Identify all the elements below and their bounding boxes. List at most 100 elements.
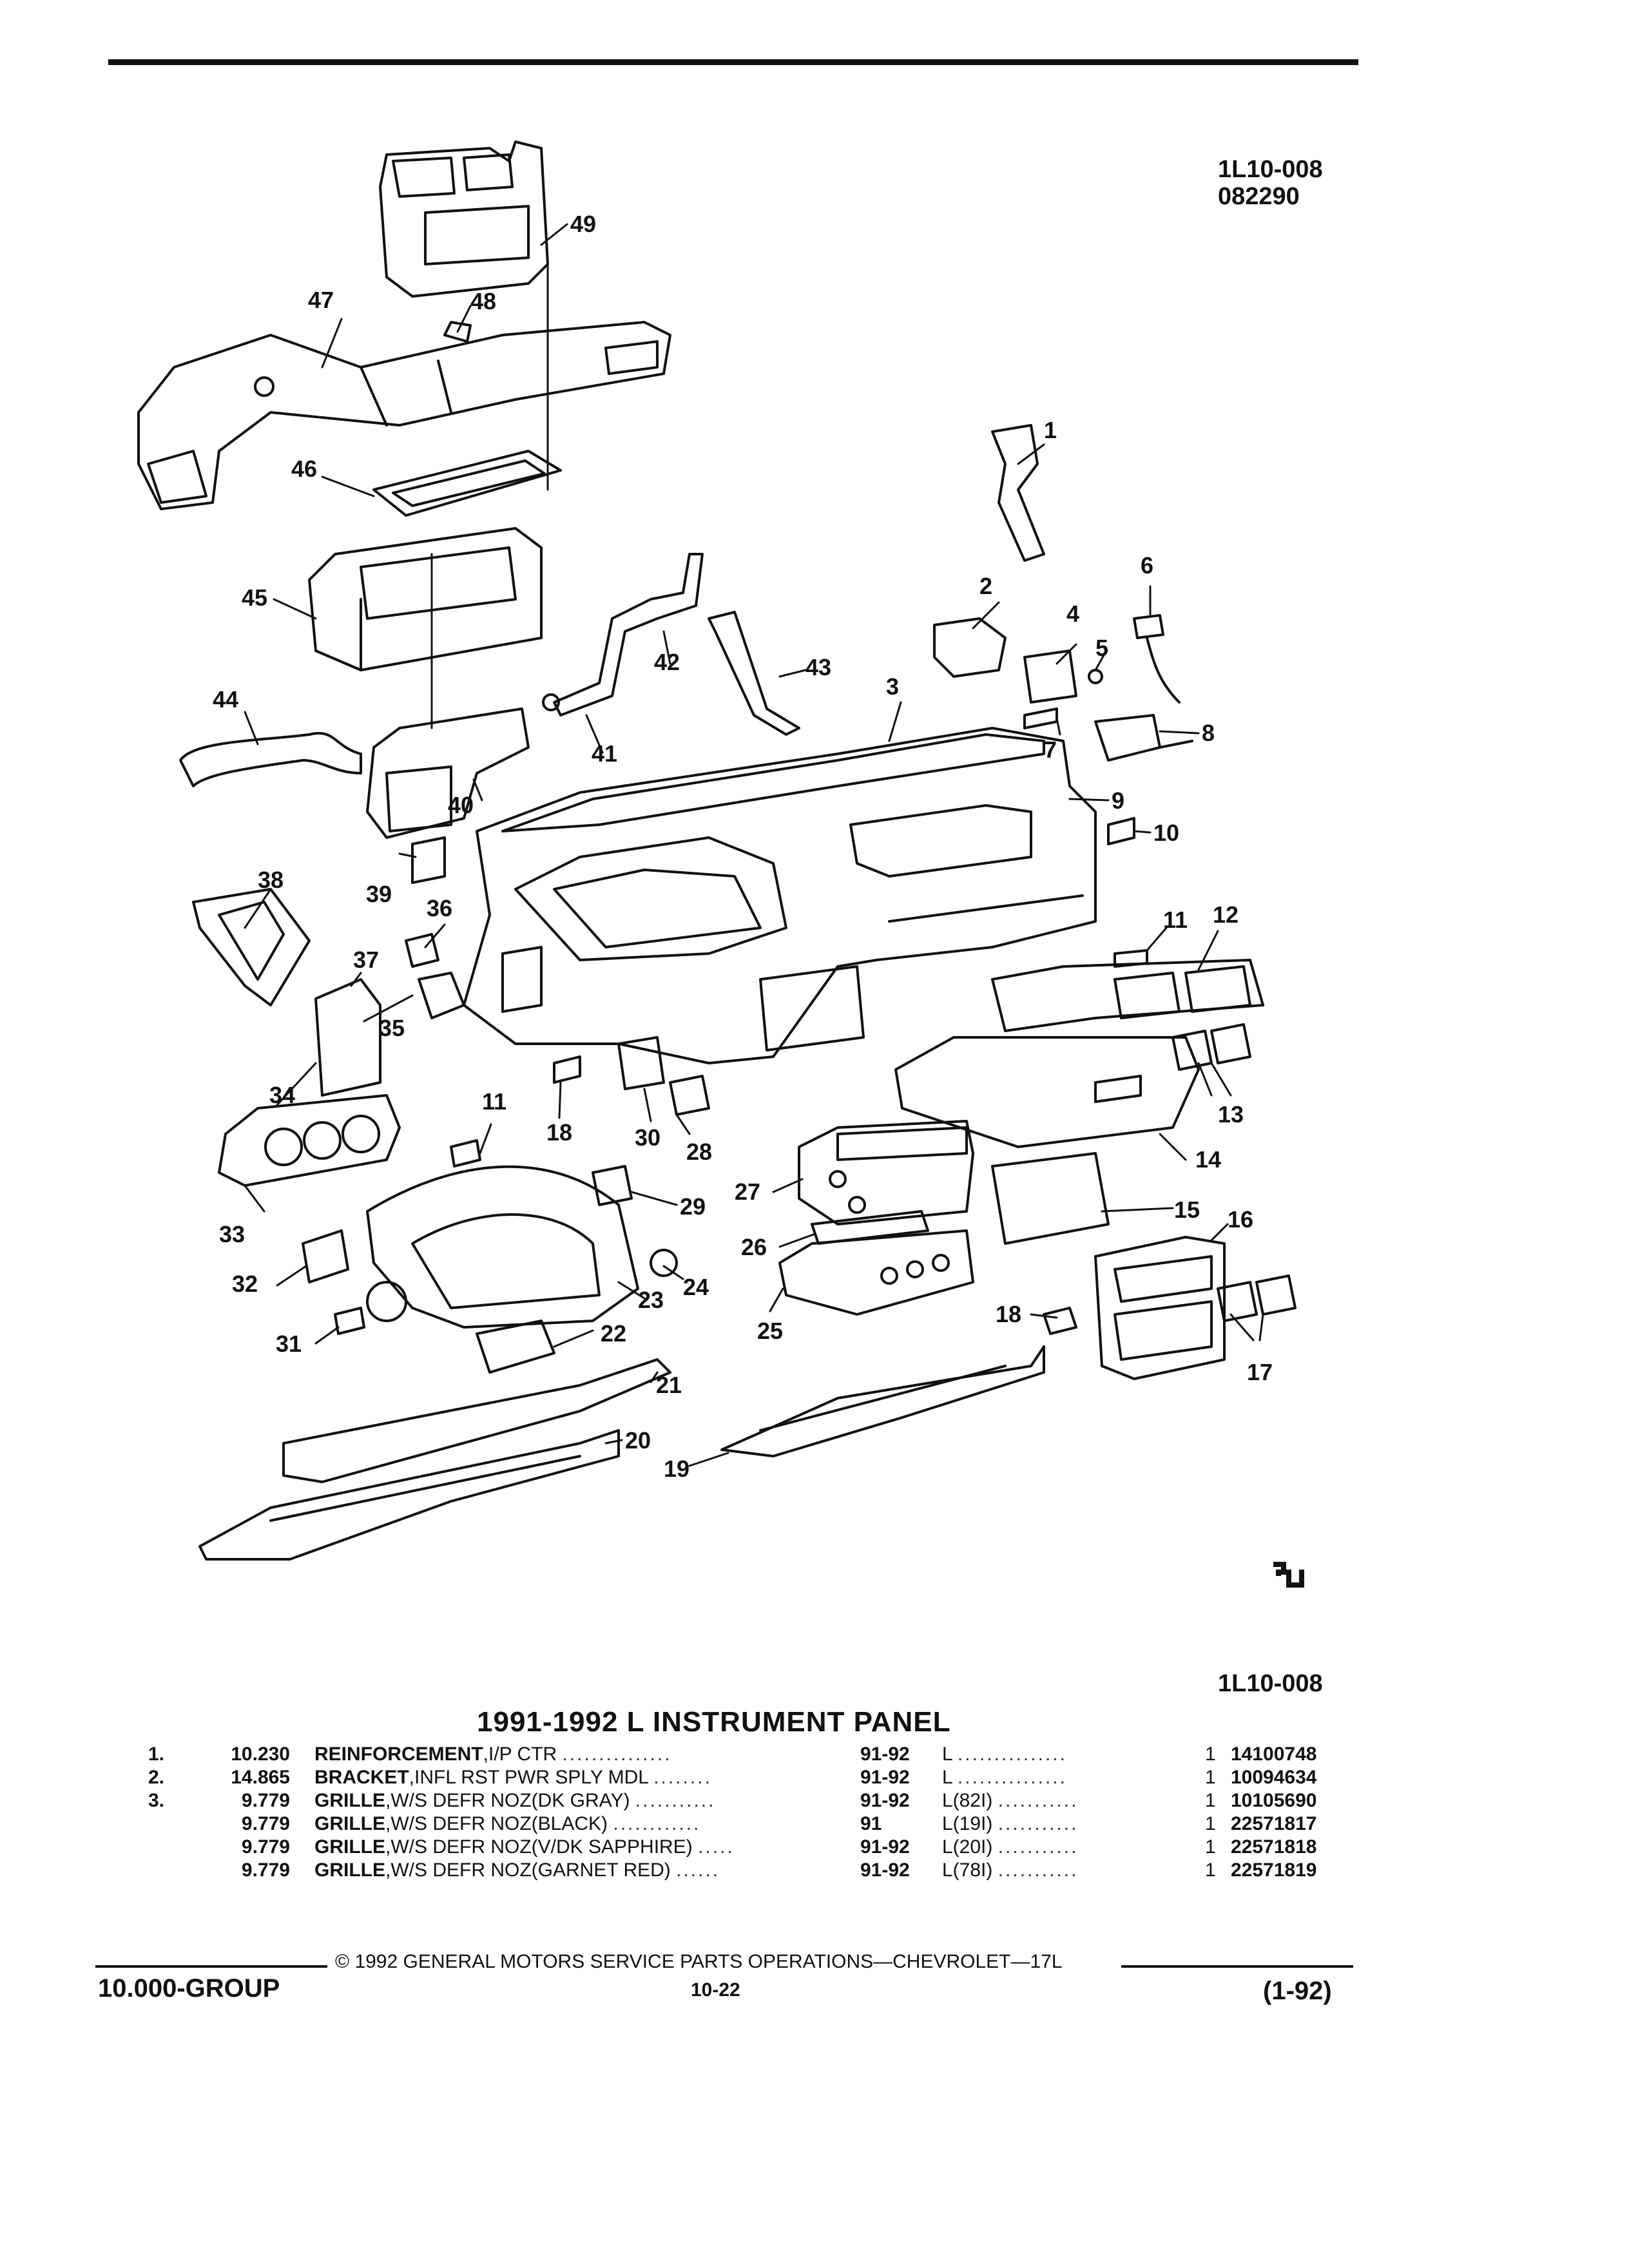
part-number: 14100748 — [1231, 1744, 1317, 1765]
part-description: GRILLE,W/S DEFR NOZ(V/DK SAPPHIRE) ..... — [314, 1836, 735, 1858]
part-9-instrument-panel — [463, 727, 1097, 1064]
callout-44: 44 — [213, 686, 238, 713]
callout-6: 6 — [1141, 552, 1153, 579]
callout-39: 39 — [366, 881, 392, 907]
parts-list: 1. 10.230 REINFORCEMENT,I/P CTR ........… — [148, 1744, 1366, 1883]
group-number: 9.779 — [241, 1836, 290, 1858]
callout-26: 26 — [741, 1234, 767, 1260]
model: L(20I) ........... — [942, 1836, 1079, 1858]
callout-23: 23 — [638, 1287, 664, 1313]
part-description: GRILLE,W/S DEFR NOZ(DK GRAY) ........... — [314, 1790, 716, 1811]
part-number: 22571817 — [1231, 1813, 1317, 1834]
callout-31: 31 — [276, 1331, 302, 1357]
callout-43: 43 — [805, 654, 831, 680]
parts-12-14-right-side — [894, 949, 1264, 1148]
callout-46: 46 — [291, 456, 317, 482]
part-19-lower-panel — [720, 1345, 1045, 1457]
quantity: 1 — [1205, 1836, 1216, 1858]
years: 91-92 — [860, 1767, 910, 1788]
model: L(19I) ........... — [942, 1813, 1079, 1834]
years: 91-92 — [860, 1744, 910, 1765]
copyright: © 1992 GENERAL MOTORS SERVICE PARTS OPER… — [335, 1951, 1063, 1972]
part-47-main-duct — [137, 321, 671, 510]
page-number: 10-22 — [691, 1979, 740, 2001]
years: 91 — [860, 1813, 882, 1834]
years: 91-92 — [860, 1790, 910, 1811]
parts-row: 1. 10.230 REINFORCEMENT,I/P CTR ........… — [148, 1744, 1366, 1767]
part-11-clip — [450, 1139, 481, 1168]
part-21-lower-panel — [282, 1358, 671, 1483]
connector-lines — [430, 263, 549, 729]
parts-25-26-controls — [778, 1210, 974, 1316]
figure-code: 1L10-008 — [1218, 156, 1323, 183]
leader-lines — [244, 223, 1264, 1467]
quantity: 1 — [1205, 1860, 1216, 1881]
part-number: 10105690 — [1231, 1790, 1317, 1811]
footer-rule-left — [95, 1965, 327, 1968]
callout-34: 34 — [269, 1082, 295, 1108]
part-number: 10094634 — [1231, 1767, 1317, 1788]
callout-10: 10 — [1153, 820, 1179, 846]
callout-35: 35 — [379, 1015, 405, 1041]
callout-22: 22 — [601, 1320, 626, 1347]
item-number: 3. — [148, 1790, 165, 1811]
model: L(78I) ........... — [942, 1860, 1079, 1881]
part-description: GRILLE,W/S DEFR NOZ(BLACK) ............ — [314, 1813, 701, 1834]
exploded-parts-diagram: 49 48 47 46 45 44 40 41 42 43 3 1 2 4 5 … — [137, 140, 1296, 1561]
part-27-radio — [798, 1120, 974, 1225]
callout-7: 7 — [1044, 736, 1057, 763]
parts-row: 9.779 GRILLE,W/S DEFR NOZ(V/DK SAPPHIRE)… — [148, 1836, 1366, 1860]
part-description: GRILLE,W/S DEFR NOZ(GARNET RED) ...... — [314, 1860, 720, 1881]
years: 91-92 — [860, 1836, 910, 1858]
group-number: 9.779 — [241, 1813, 290, 1834]
part-2-bracket — [933, 617, 1007, 678]
part-40-control-module — [366, 707, 530, 839]
callout-12: 12 — [1213, 901, 1239, 928]
callout-16: 16 — [1228, 1206, 1253, 1233]
callout-11: 11 — [1163, 907, 1188, 933]
part-number: 22571819 — [1231, 1860, 1317, 1881]
callout-numbers: 49 48 47 46 45 44 40 41 42 43 3 1 2 4 5 … — [213, 211, 1273, 1482]
group-number: 10.230 — [231, 1744, 290, 1765]
group-label: 10.000-GROUP — [98, 1974, 280, 2003]
model: L(82I) ........... — [942, 1790, 1079, 1811]
callout-38: 38 — [258, 867, 284, 893]
callout-3: 3 — [886, 673, 899, 700]
date-code: 082290 — [1218, 183, 1300, 210]
callout-24: 24 — [683, 1274, 709, 1300]
years: 91-92 — [860, 1860, 910, 1881]
callout-17: 17 — [1247, 1359, 1273, 1385]
part-38-bracket — [192, 888, 311, 1006]
part-1-reinforcement — [991, 424, 1045, 562]
callout-2: 2 — [979, 573, 992, 599]
part-20-knee-bolster — [198, 1429, 620, 1561]
callout-33: 33 — [219, 1221, 245, 1247]
section-title: 1991-1992 L INSTRUMENT PANEL — [477, 1706, 951, 1738]
quantity: 1 — [1205, 1790, 1216, 1811]
part-15-bracket — [991, 1152, 1110, 1245]
parts-row: 3. 9.779 GRILLE,W/S DEFR NOZ(DK GRAY) ..… — [148, 1790, 1366, 1813]
part-33-cluster — [218, 1094, 401, 1187]
callout-1: 1 — [1044, 417, 1057, 443]
callout-27: 27 — [735, 1178, 760, 1205]
callout-32: 32 — [232, 1271, 258, 1297]
part-49-upper-duct — [379, 140, 549, 298]
figure-ref: 1L10-008 — [1218, 1670, 1323, 1697]
callout-25: 25 — [757, 1318, 783, 1344]
callout-19: 19 — [664, 1456, 689, 1482]
callout-37: 37 — [353, 947, 379, 973]
part-43-strap — [708, 611, 800, 736]
revision-date: (1-92) — [1263, 1977, 1332, 2005]
part-44-hose — [179, 732, 362, 787]
callout-21: 21 — [656, 1372, 682, 1398]
part-45-heater-case — [308, 527, 543, 671]
callout-18: 18 — [996, 1301, 1021, 1327]
model: L ............... — [942, 1767, 1067, 1788]
callout-40: 40 — [448, 792, 474, 818]
callout-11b: 11 — [482, 1088, 506, 1115]
group-number: 14.865 — [231, 1767, 290, 1788]
top-rule — [108, 59, 1358, 65]
callout-36: 36 — [427, 895, 452, 921]
part-23-shroud — [366, 1165, 678, 1329]
callout-41: 41 — [592, 740, 617, 767]
